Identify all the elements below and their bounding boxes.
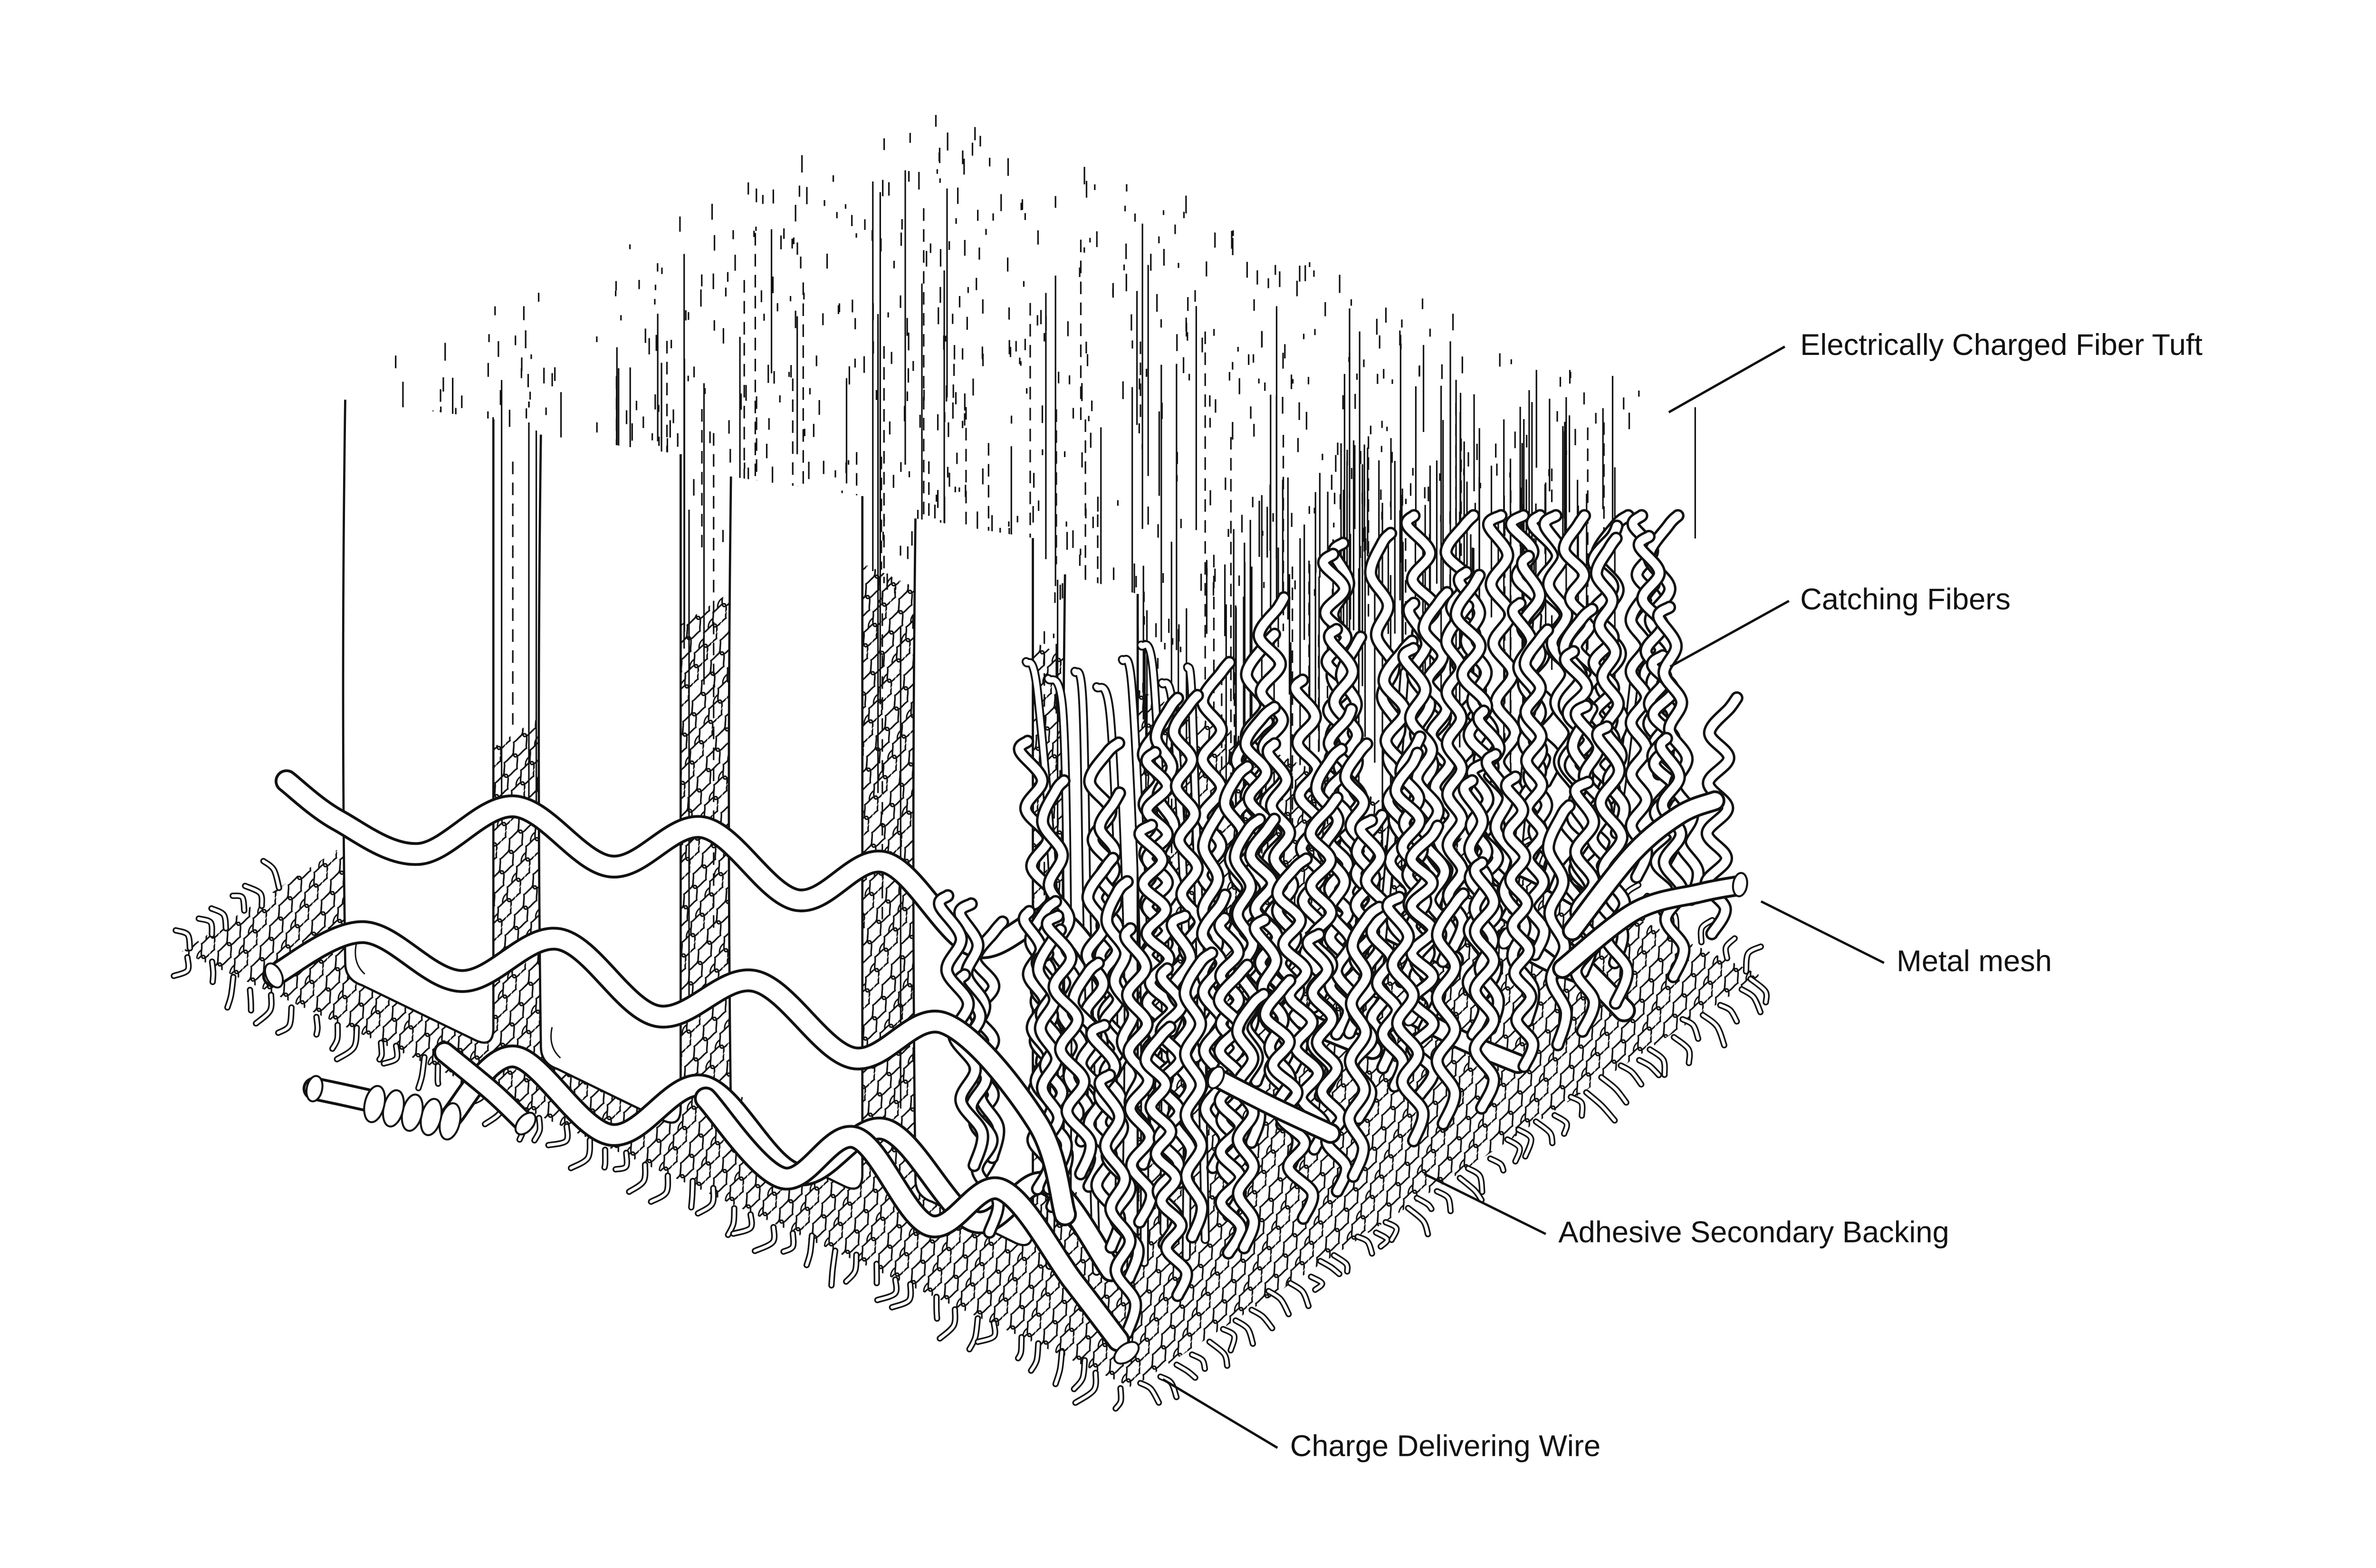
label-electrically-charged-fiber-tuft: Electrically Charged Fiber Tuft: [1668, 328, 2203, 413]
illustration-art: [171, 115, 1770, 1412]
leader-line-metal-mesh: [1760, 900, 1885, 964]
labels-layer: Electrically Charged Fiber Tuft Catching…: [1162, 328, 2203, 1463]
charge-wire-top: [274, 769, 1128, 1006]
mesh-fringe: [171, 794, 1770, 1412]
label-adhesive-secondary-backing: Adhesive Secondary Backing: [1423, 1173, 1949, 1249]
leader-line-catching-fibers: [1669, 600, 1790, 668]
leader-line-charge-wire: [1162, 1378, 1278, 1449]
label-charge-delivering-wire: Charge Delivering Wire: [1162, 1378, 1601, 1463]
leader-line-adhesive-backing: [1423, 1173, 1547, 1235]
label-text-charge-wire: Charge Delivering Wire: [1290, 1430, 1601, 1463]
catching-fibers: [933, 509, 1744, 1340]
wire-coupler: [363, 1085, 461, 1141]
leader-line-fiber-tuft: [1668, 345, 1786, 413]
label-catching-fibers: Catching Fibers: [1669, 583, 2011, 668]
label-text-metal-mesh: Metal mesh: [1897, 945, 2052, 978]
label-metal-mesh: Metal mesh: [1760, 900, 2052, 978]
label-text-catching-fibers: Catching Fibers: [1800, 583, 2011, 616]
tuft-fuzz: [395, 115, 1696, 858]
label-text-adhesive-backing: Adhesive Secondary Backing: [1558, 1216, 1949, 1249]
charge-wires-front: [262, 790, 1748, 1365]
label-text-fiber-tuft: Electrically Charged Fiber Tuft: [1800, 328, 2203, 362]
